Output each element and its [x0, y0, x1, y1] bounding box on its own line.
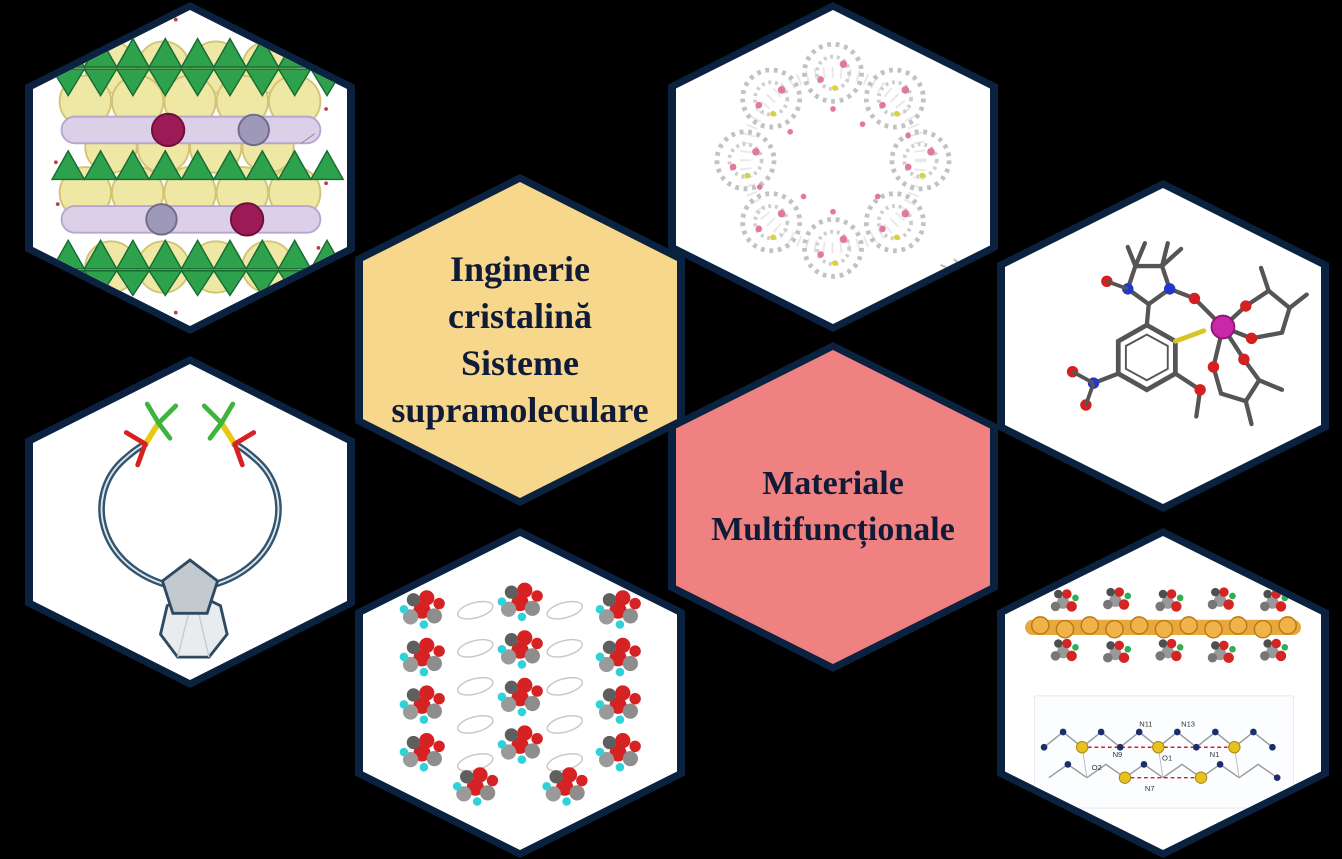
- molecule-clusters: [399, 582, 641, 806]
- metal-complex-figure: [1066, 241, 1309, 427]
- hexagon-metal-complex-content: [1005, 188, 1321, 504]
- highlighted-bond: [1172, 328, 1207, 344]
- crystal-packing-figure: [399, 582, 641, 806]
- atom-label: O1: [1162, 754, 1172, 763]
- guest-polyhedra: [158, 558, 229, 659]
- sulfonyl-group-right: [201, 401, 257, 468]
- hexagon-crystal-packing-content: [363, 536, 677, 850]
- atom-labels: N11 N13 N9 O1 N1 N7 O2: [1092, 719, 1220, 793]
- porous-ring-figure: [676, 10, 963, 324]
- hexagon-macrocycle: [25, 356, 355, 688]
- green-polyhedra: [50, 37, 345, 297]
- polymer-diagram: N11 N13 N9 O1 N1 N7 O2: [1034, 695, 1294, 809]
- atom-label: N13: [1181, 719, 1195, 728]
- hexagon-coordination-chains: N11 N13 N9 O1 N1 N7 O2: [997, 528, 1329, 858]
- hexagon-crystal-lattice-content: [33, 10, 347, 326]
- crystal-engineering-label: Inginerie cristalină Sisteme supramolecu…: [363, 182, 677, 498]
- atom-label: N1: [1210, 750, 1220, 759]
- metal-centers: [1075, 741, 1241, 784]
- hexagon-porous-ring-content: [676, 10, 990, 324]
- guest-spheres: [145, 112, 270, 237]
- hexagon-macrocycle-content: [33, 364, 347, 680]
- hexagon-coordination-chains-content: N11 N13 N9 O1 N1 N7 O2: [1005, 536, 1321, 850]
- nitrogen-dots: [1040, 728, 1281, 782]
- hex-text-line: Materiale: [762, 465, 904, 502]
- metal-atom: [1210, 314, 1236, 340]
- sulfonyl-group-left: [123, 401, 179, 468]
- ring-texture: [739, 67, 927, 254]
- hexagon-porous-ring: [668, 2, 998, 332]
- atom-label: N11: [1139, 719, 1152, 728]
- aromatic-ring-stacks: [456, 600, 584, 772]
- hex-text-line: supramoleculare: [391, 390, 649, 430]
- hex-text-line: Multifuncționale: [711, 511, 955, 548]
- hydrogen-bonds: [1087, 746, 1229, 779]
- coordination-chains-figure: N11 N13 N9 O1 N1 N7 O2: [1025, 587, 1301, 809]
- fragment: [940, 258, 963, 278]
- multifunctional-materials-label: Materiale Multifuncționale: [676, 350, 990, 664]
- hex-text-line: cristalină: [448, 296, 592, 336]
- solvent-dots: [756, 106, 912, 215]
- hex-text-line: Sisteme: [461, 343, 579, 383]
- hexagon-metal-complex: [997, 180, 1329, 512]
- macrocycle-figure: [98, 401, 282, 659]
- hexagon-multifunctional-materials: Materiale Multifuncționale: [668, 342, 998, 672]
- hexagon-crystal-lattice: [25, 2, 355, 334]
- hexagon-crystal-packing: [355, 528, 685, 858]
- crystal-lattice-figure: [50, 17, 345, 315]
- hex-text-line: Inginerie: [450, 249, 590, 289]
- atom-label: O2: [1092, 763, 1102, 772]
- hexagon-crystal-engineering: Inginerie cristalină Sisteme supramolecu…: [355, 174, 685, 506]
- carbon-loops: [98, 440, 282, 592]
- atom-label: N9: [1113, 750, 1123, 759]
- gold-chain: [1025, 616, 1301, 639]
- wireframe-wreath: [717, 44, 949, 276]
- atom-label: N7: [1145, 784, 1155, 793]
